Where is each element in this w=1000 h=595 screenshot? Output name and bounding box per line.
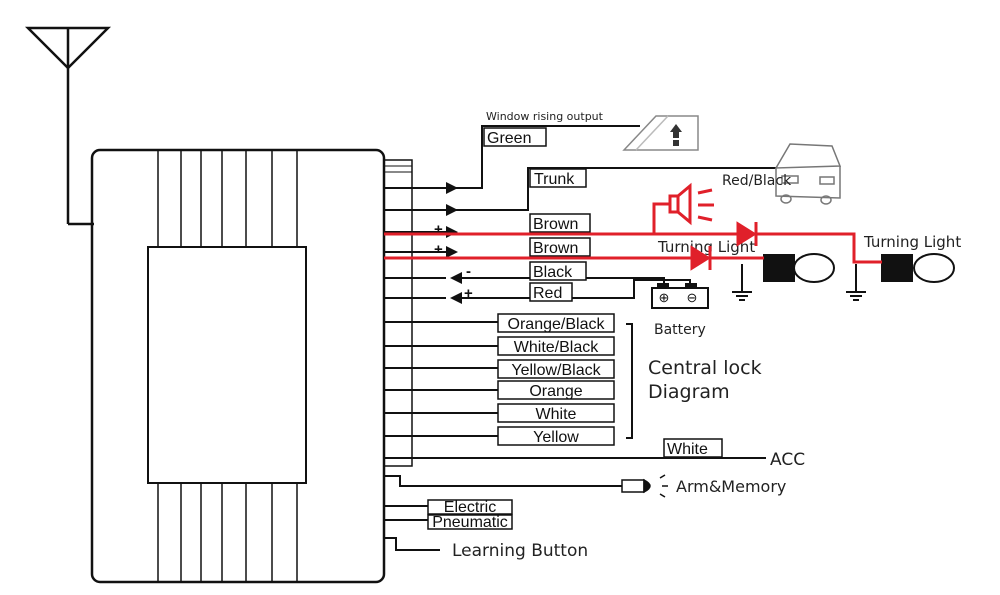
central-lock-label: Diagram xyxy=(648,381,730,403)
window-icon xyxy=(622,115,699,151)
wire-label-trunk: Trunk xyxy=(534,171,575,188)
battery-icon xyxy=(651,283,709,309)
window-output-label: Window rising output xyxy=(486,110,604,123)
battery-plus-sign: ⊕ xyxy=(659,290,670,305)
car-trunk-icon xyxy=(774,143,842,205)
wire-label-black: Black xyxy=(533,264,573,281)
antenna-icon xyxy=(24,26,112,226)
turning-light-icon xyxy=(846,253,955,301)
central-lock-bracket xyxy=(626,323,633,439)
wire-label-box xyxy=(497,426,615,446)
polarity-sign: + xyxy=(464,285,473,302)
wire-label-box xyxy=(663,438,723,458)
arrow-heads xyxy=(446,182,462,304)
wire-label-box xyxy=(529,168,587,188)
wire-label-yellow-black: Yellow/Black xyxy=(511,362,601,379)
polarity-sign: + xyxy=(434,221,443,238)
central-lock-label: Central lock xyxy=(648,357,762,379)
wire-label-brown: Brown xyxy=(533,216,578,233)
diode-icon xyxy=(690,245,712,271)
polarity-sign: + xyxy=(434,241,443,258)
red-annotation xyxy=(384,202,882,264)
battery-label: Battery xyxy=(654,322,706,338)
control-unit xyxy=(90,148,413,584)
wire-label-box xyxy=(529,237,591,257)
wire-label-box xyxy=(497,336,615,356)
speaker-icon xyxy=(668,182,714,226)
polarity-sign: - xyxy=(466,263,471,280)
red-black-label: Red/Black xyxy=(722,173,792,189)
wire-label-box xyxy=(427,499,513,515)
wire-label-box xyxy=(529,213,591,233)
wire-label-box xyxy=(529,261,587,281)
wire-label-box xyxy=(483,127,547,147)
wire-label-white: White xyxy=(536,406,577,423)
wire-label-box xyxy=(497,359,615,379)
wire-label-pneumatic: Pneumatic xyxy=(432,514,508,531)
wire-label-white-acc: White xyxy=(667,441,708,458)
turning-light-label: Turning Light xyxy=(657,238,755,256)
wire-label-box xyxy=(427,514,513,530)
turning-light-label: Turning Light xyxy=(863,233,961,251)
wire-label-box xyxy=(497,380,615,400)
arm-memory-label: Arm&Memory xyxy=(676,477,786,496)
battery-minus-sign: ⊖ xyxy=(687,290,698,305)
wire-label-green: Green xyxy=(487,130,531,147)
wire-label-orange-black: Orange/Black xyxy=(508,316,606,333)
polarity-sign: - xyxy=(436,201,441,218)
polarity-sign: - xyxy=(436,179,441,196)
diode-icon xyxy=(736,221,758,247)
wire-label-red: Red xyxy=(533,285,562,302)
learning-button-label: Learning Button xyxy=(452,541,588,561)
wire-label-yellow: Yellow xyxy=(533,429,579,446)
turning-light-icon xyxy=(732,253,835,301)
wire-label-orange: Orange xyxy=(529,383,582,400)
wire-label-electric: Electric xyxy=(444,499,496,516)
wire-label-box xyxy=(497,403,615,423)
wire-label-box xyxy=(529,282,573,302)
wire-label-box xyxy=(497,313,615,333)
led-icon xyxy=(621,474,668,498)
wire-label-white-black: White/Black xyxy=(514,339,599,356)
acc-label: ACC xyxy=(770,450,805,470)
wire-label-brown: Brown xyxy=(533,240,578,257)
